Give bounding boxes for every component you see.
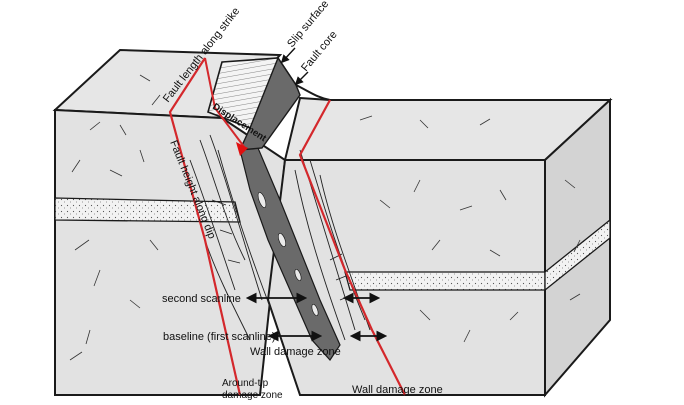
second-scanline-label: second scanline <box>162 293 241 305</box>
scarp-curve <box>295 84 331 101</box>
around-tip-label-line2: damage zone <box>222 390 283 401</box>
slip-surface-pointer <box>280 47 296 64</box>
damage-zone-boundary-right <box>298 99 406 396</box>
wall-damage-zone-label-2: Wall damage zone <box>352 384 443 396</box>
sand-layer-right <box>344 271 546 291</box>
fault-tip-marker <box>236 142 248 156</box>
around-tip-label-line1: Around-tip <box>222 378 269 389</box>
damage-zone-boundary-top <box>204 57 246 149</box>
baseline-label: baseline (first scanline) <box>163 331 276 343</box>
damage-zone-boundary-left <box>168 57 242 396</box>
wall-damage-zone-label-1: Wall damage zone <box>250 346 341 358</box>
sand-layer-side <box>544 218 611 292</box>
sand-layer-left <box>54 197 241 223</box>
fault-core-lenses <box>257 192 319 317</box>
host-rock-fractures <box>69 74 581 361</box>
fault-core-pointer <box>294 71 309 86</box>
